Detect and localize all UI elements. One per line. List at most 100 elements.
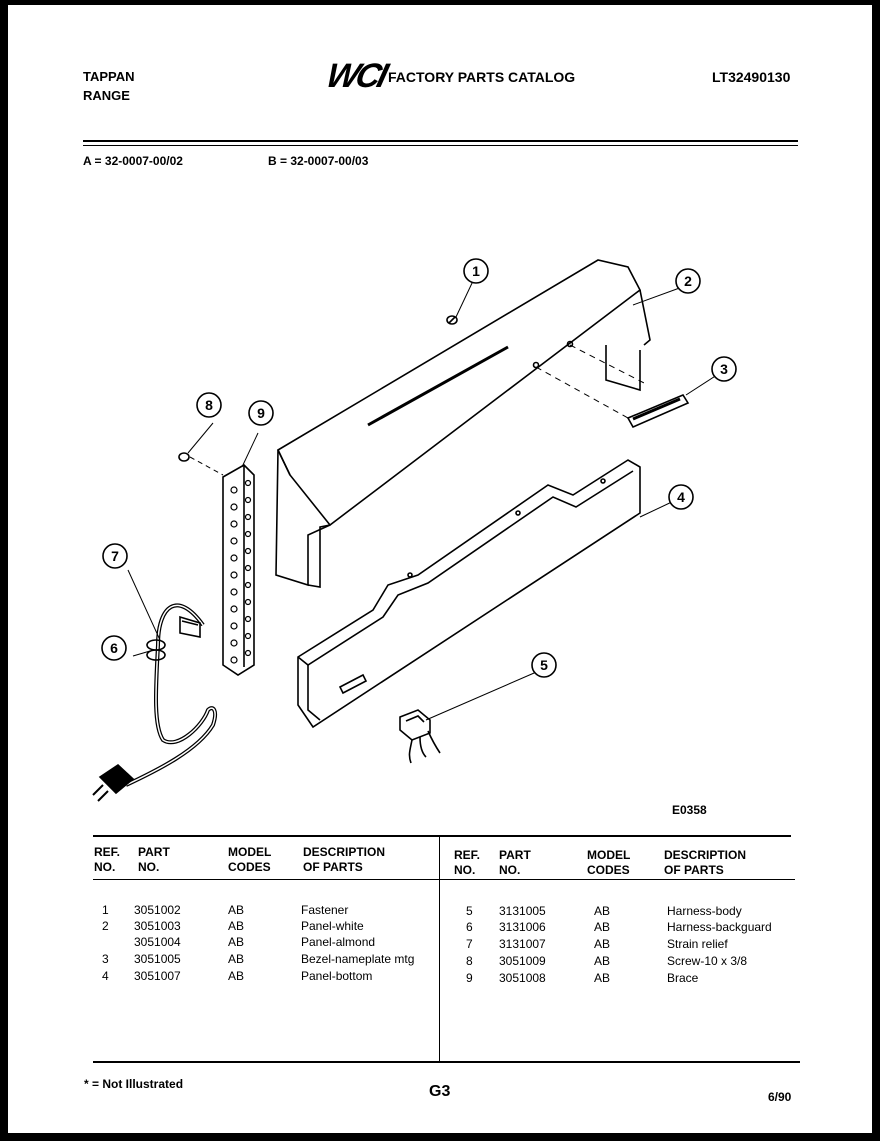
ref-no: 8 xyxy=(466,954,473,968)
harness-body-connector xyxy=(399,709,441,764)
ref-no: 1 xyxy=(102,903,109,917)
part-description: Brace xyxy=(667,971,699,985)
part-no: 3131007 xyxy=(499,937,546,951)
header-ref-no: NO. xyxy=(94,860,116,874)
header-model: MODEL xyxy=(228,845,272,859)
header-ref: REF. xyxy=(454,848,481,862)
header-rule-bottom xyxy=(83,145,798,146)
model-code-b: B = 32-0007-00/03 xyxy=(268,154,369,168)
callout-4: 4 xyxy=(668,484,694,510)
nameplate-bezel xyxy=(535,344,690,429)
brace-part xyxy=(222,464,255,676)
catalog-page: TAPPAN RANGE WCI FACTORY PARTS CATALOG L… xyxy=(8,5,872,1133)
part-no: 3051002 xyxy=(134,903,181,917)
left-header-rule xyxy=(93,879,439,880)
callout-5: 5 xyxy=(531,652,557,678)
ref-no: 5 xyxy=(466,904,473,918)
model-codes: AB xyxy=(228,969,245,983)
callout-9: 9 xyxy=(248,400,274,426)
catalog-code: LT32490130 xyxy=(712,69,791,85)
svg-text:9: 9 xyxy=(257,405,265,421)
wire-harness xyxy=(92,603,218,802)
right-header-rule xyxy=(440,879,795,880)
svg-text:5: 5 xyxy=(540,657,548,673)
model-codes: AB xyxy=(594,971,611,985)
header-rule-top xyxy=(83,140,798,142)
wci-logo: WCI xyxy=(323,57,394,96)
revision-date: 6/90 xyxy=(768,1090,792,1104)
callout-3: 3 xyxy=(711,356,737,382)
header-of-parts: OF PARTS xyxy=(664,863,724,877)
ref-no: 7 xyxy=(466,937,473,951)
model-codes: AB xyxy=(228,903,245,917)
callout-8: 8 xyxy=(196,392,222,418)
page-number: G3 xyxy=(429,1083,451,1100)
part-no: 3051007 xyxy=(134,969,181,983)
svg-text:1: 1 xyxy=(472,263,480,279)
part-no: 3051004 xyxy=(134,935,181,949)
table-top-rule xyxy=(93,835,791,837)
part-no: 3131006 xyxy=(499,920,546,934)
callout-6: 6 xyxy=(101,635,127,661)
svg-text:4: 4 xyxy=(677,489,685,505)
part-description: Harness-body xyxy=(667,904,742,918)
figure-code: E0358 xyxy=(672,803,707,817)
header-description: DESCRIPTION xyxy=(303,845,386,859)
header-ref: REF. xyxy=(94,845,121,859)
part-no: 3131005 xyxy=(499,904,546,918)
not-illustrated-note: * = Not Illustrated xyxy=(84,1077,184,1091)
header-part: PART xyxy=(138,845,170,859)
callout-1: 1 xyxy=(463,258,489,284)
part-description: Panel-white xyxy=(301,919,364,933)
model-codes: AB xyxy=(594,937,611,951)
svg-text:7: 7 xyxy=(111,548,119,564)
header-ref-no: NO. xyxy=(454,863,476,877)
bottom-panel xyxy=(297,459,641,729)
table-bottom-rule xyxy=(93,1061,800,1063)
ref-no: 3 xyxy=(102,952,109,966)
model-codes: AB xyxy=(228,952,245,966)
svg-text:8: 8 xyxy=(205,397,213,413)
brand-name: TAPPAN xyxy=(83,69,135,84)
catalog-title: FACTORY PARTS CATALOG xyxy=(388,69,576,85)
svg-text:2: 2 xyxy=(684,273,692,289)
model-code-a: A = 32-0007-00/02 xyxy=(83,154,183,168)
ref-no: 2 xyxy=(102,919,109,933)
part-description: Screw-10 x 3/8 xyxy=(667,954,748,968)
ref-no: 4 xyxy=(102,969,109,983)
ref-no: 6 xyxy=(466,920,473,934)
fastener-part xyxy=(446,315,458,325)
header-model-codes: CODES xyxy=(228,860,271,874)
model-codes: AB xyxy=(228,919,245,933)
model-codes: AB xyxy=(228,935,245,949)
table-divider xyxy=(439,837,440,1061)
part-description: Strain relief xyxy=(667,937,728,951)
part-description: Fastener xyxy=(301,903,349,917)
part-no: 3051009 xyxy=(499,954,546,968)
svg-text:6: 6 xyxy=(110,640,118,656)
part-description: Panel-bottom xyxy=(301,969,373,983)
exploded-parts-diagram: 1 2 3 4 5 6 7 8 9 xyxy=(92,258,737,802)
screw-part xyxy=(178,452,224,476)
header-part-no: NO. xyxy=(499,863,521,877)
model-codes: AB xyxy=(594,920,611,934)
model-codes: AB xyxy=(594,954,611,968)
header-of-parts: OF PARTS xyxy=(303,860,363,874)
product-type: RANGE xyxy=(83,88,130,103)
svg-text:3: 3 xyxy=(720,361,728,377)
header-part: PART xyxy=(499,848,531,862)
header-model: MODEL xyxy=(587,848,631,862)
model-codes: AB xyxy=(594,904,611,918)
part-no: 3051003 xyxy=(134,919,181,933)
header-model-codes: CODES xyxy=(587,863,630,877)
part-description: Panel-almond xyxy=(301,935,376,949)
part-no: 3051008 xyxy=(499,971,546,985)
part-description: Harness-backguard xyxy=(667,920,772,934)
callout-7: 7 xyxy=(102,543,128,569)
ref-no: 9 xyxy=(466,971,473,985)
part-no: 3051005 xyxy=(134,952,181,966)
part-description: Bezel-nameplate mtg xyxy=(301,952,415,966)
header-description: DESCRIPTION xyxy=(664,848,747,862)
callout-2: 2 xyxy=(675,268,701,294)
header-part-no: NO. xyxy=(138,860,160,874)
